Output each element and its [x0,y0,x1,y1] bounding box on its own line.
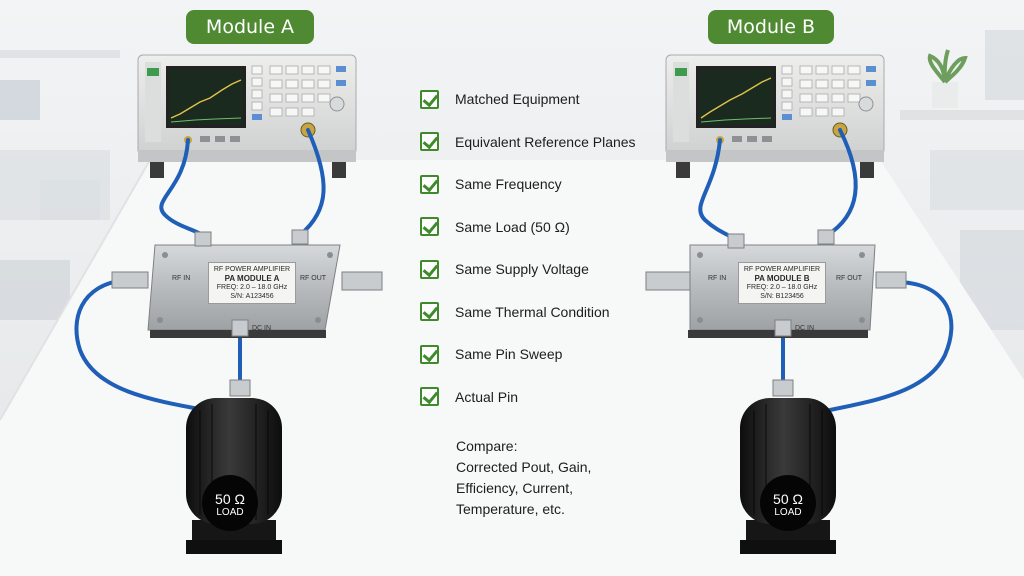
pa-module-b-label: RF POWER AMPLIFIER PA MODULE B FREQ: 2.0… [738,262,826,304]
checkbox-checked-icon [420,174,439,194]
load-b [740,398,836,554]
checkbox-checked-icon [420,132,439,152]
load-value: 50 Ω [215,491,245,507]
load-word: LOAD [774,507,802,518]
port-label-rf-out-b: RF OUT [836,275,863,282]
background-right [900,30,1024,330]
checkbox-checked-icon [420,387,439,407]
rf-cables [74,128,954,412]
port-label-dc-in-b: DC IN [795,325,815,332]
pa-label-freq: FREQ: 2.0 – 18.0 GHz [746,284,818,291]
checklist-item: Same Load (50 Ω) [420,206,640,249]
checklist-item: Matched Equipment [420,78,640,121]
background-left [0,50,120,320]
signal-analyzer-a [137,54,357,178]
checklist-item: Equivalent Reference Planes [420,121,640,164]
signal-analyzer-b [665,54,885,178]
load-b-label: 50 Ω LOAD [758,491,818,519]
checklist-item: Same Pin Sweep [420,333,640,376]
pa-label-freq: FREQ: 2.0 – 18.0 GHz [216,284,288,291]
pa-label-serial: S/N: B123456 [760,293,804,300]
compare-line: Efficiency, Current, [456,480,573,496]
load-word: LOAD [216,507,244,518]
checkbox-checked-icon [420,302,439,322]
compare-heading: Compare: [456,438,518,454]
comparison-checklist: Matched Equipment Equivalent Reference P… [420,78,640,418]
load-a [186,398,282,554]
checklist-item: Actual Pin [420,376,640,419]
plant-icon [927,49,968,108]
pa-label-serial: S/N: A123456 [230,293,274,300]
compare-summary: Compare: Corrected Pout, Gain, Efficienc… [456,436,636,520]
compare-line: Temperature, etc. [456,501,565,517]
module-a-badge: Module A [186,10,314,44]
checkbox-checked-icon [420,217,439,237]
port-label-dc-in-a: DC IN [252,325,272,332]
port-label-rf-in-a: RF IN [172,275,191,282]
pa-label-name: PA MODULE B [754,274,810,283]
checkbox-checked-icon [420,89,439,109]
module-b-badge: Module B [708,10,834,44]
pa-label-header: RF POWER AMPLIFIER [743,266,821,273]
load-a-label: 50 Ω LOAD [200,491,260,519]
checkbox-checked-icon [420,344,439,364]
pa-label-header: RF POWER AMPLIFIER [213,266,291,273]
load-value: 50 Ω [773,491,803,507]
port-label-rf-out-a: RF OUT [300,275,327,282]
checkbox-checked-icon [420,259,439,279]
port-label-rf-in-b: RF IN [708,275,727,282]
pa-module-a-label: RF POWER AMPLIFIER PA MODULE A FREQ: 2.0… [208,262,296,304]
checklist-item: Same Thermal Condition [420,291,640,334]
checklist-item: Same Supply Voltage [420,248,640,291]
checklist-item: Same Frequency [420,163,640,206]
pa-label-name: PA MODULE A [224,274,280,283]
compare-line: Corrected Pout, Gain, [456,459,592,475]
